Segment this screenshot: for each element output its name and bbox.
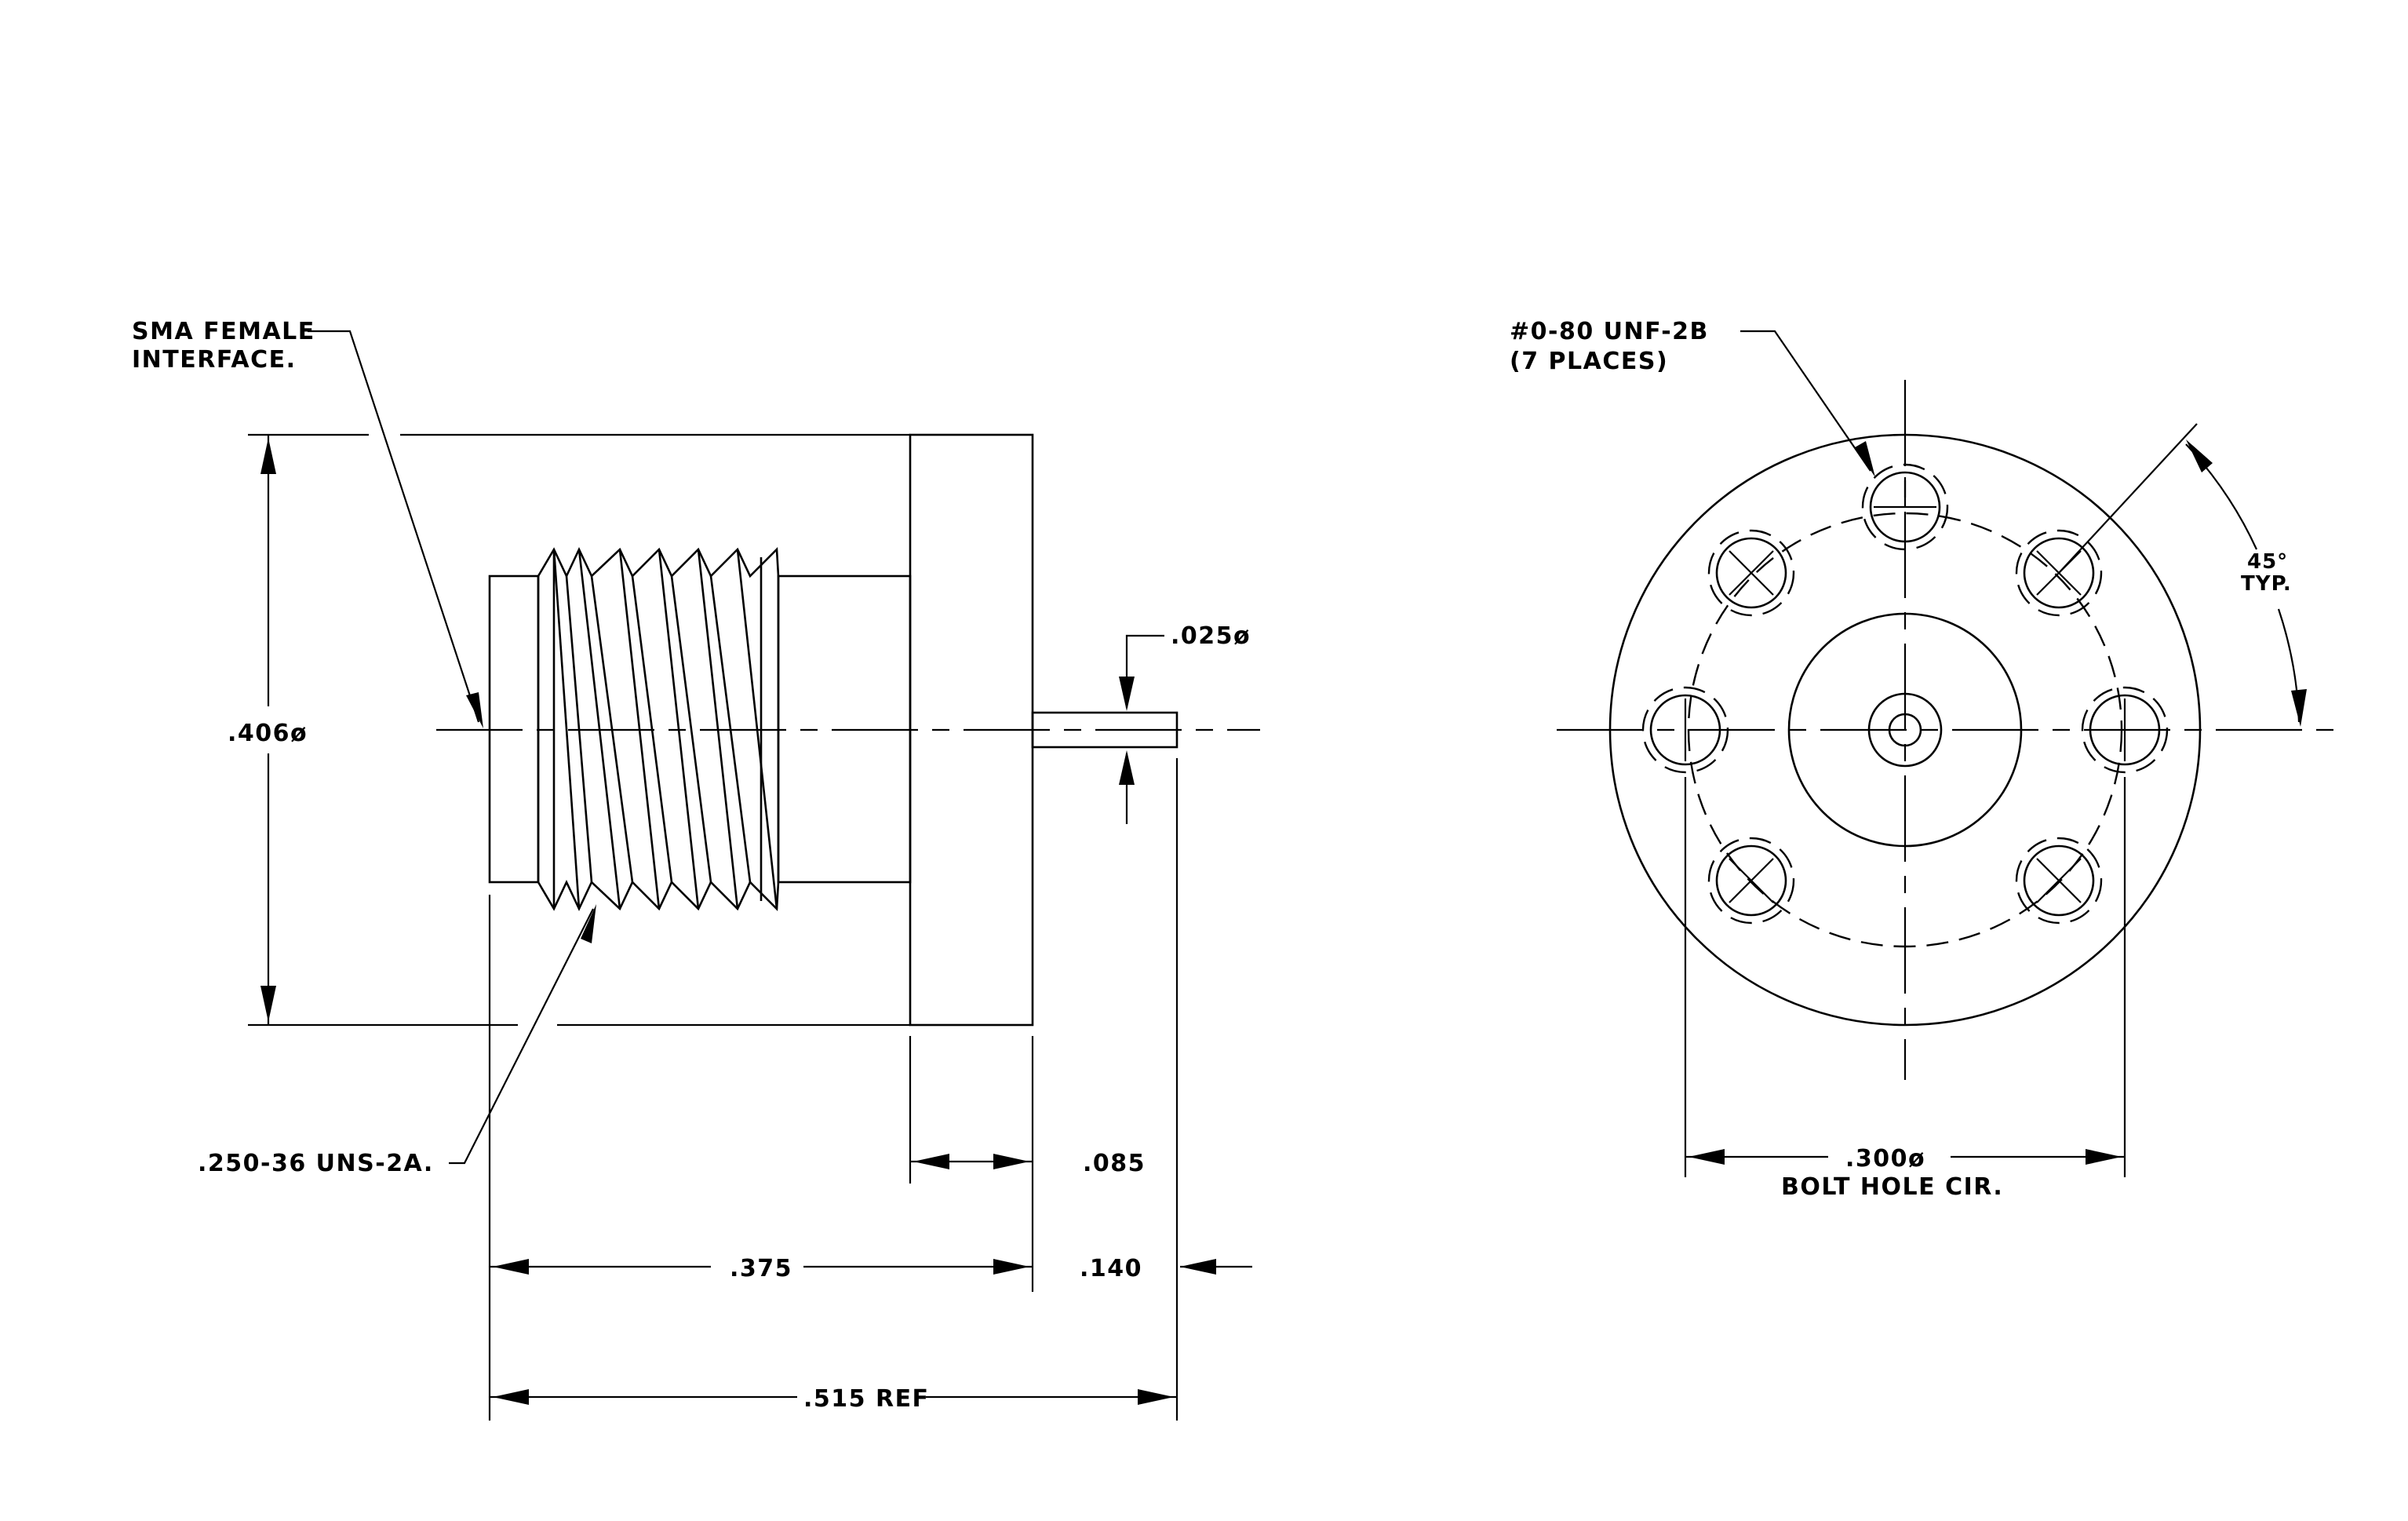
callout-bolt-tap-line2: (7 PLACES) — [1510, 348, 1668, 375]
dim-bolt-circle-line1: .300ø — [1845, 1145, 1925, 1173]
dim-pin-length: .140 — [1080, 1255, 1252, 1282]
dim-angle: 45° TYP. — [2058, 423, 2307, 727]
dim-flange-thickness: .085 — [910, 1150, 1146, 1177]
dim-angle-line2: TYP. — [2241, 572, 2292, 596]
dim-thread-length: .375 — [490, 1255, 1033, 1282]
dim-angle-line1: 45° — [2247, 550, 2288, 574]
dim-flange-thickness-text: .085 — [1083, 1150, 1146, 1177]
bolt-hole — [1641, 686, 1729, 774]
bolt-hole — [2015, 837, 2103, 925]
leader-bolt-tap — [1740, 330, 1871, 472]
dim-body-diameter: .406ø — [228, 435, 308, 1025]
dim-overall-length-text: .515 REF — [803, 1385, 930, 1413]
dim-thread-length-text: .375 — [730, 1255, 792, 1282]
front-view: #0-80 UNF-2B (7 PLACES) 45° TYP. .300ø B… — [1510, 318, 2338, 1201]
bolt-hole — [2081, 686, 2169, 774]
bolt-hole — [1861, 463, 1949, 551]
dim-pin-diameter-text: .025ø — [1171, 622, 1251, 650]
bolt-hole — [1707, 529, 1795, 617]
dim-bolt-circle-line2: BOLT HOLE CIR. — [1781, 1173, 2003, 1201]
callout-sma-line2: INTERFACE. — [132, 346, 297, 374]
bolt-hole — [1707, 837, 1795, 925]
dim-pin-diameter: .025ø — [1119, 622, 1251, 824]
dim-body-diameter-text: .406ø — [228, 720, 308, 747]
callout-thread: .250-36 UNS-2A. — [198, 1150, 434, 1177]
callout-bolt-tap-line1: #0-80 UNF-2B — [1510, 318, 1709, 345]
dim-pin-length-text: .140 — [1080, 1255, 1142, 1282]
side-view: SMA FEMALE INTERFACE. .250-36 UNS-2A. .4… — [132, 318, 1260, 1421]
dim-overall-length: .515 REF — [490, 1385, 1177, 1413]
dim-bolt-circle: .300ø BOLT HOLE CIR. — [1684, 777, 2126, 1201]
callout-sma-line1: SMA FEMALE — [132, 318, 315, 345]
leader-sma-interface — [308, 330, 480, 723]
leader-thread — [449, 908, 594, 1165]
